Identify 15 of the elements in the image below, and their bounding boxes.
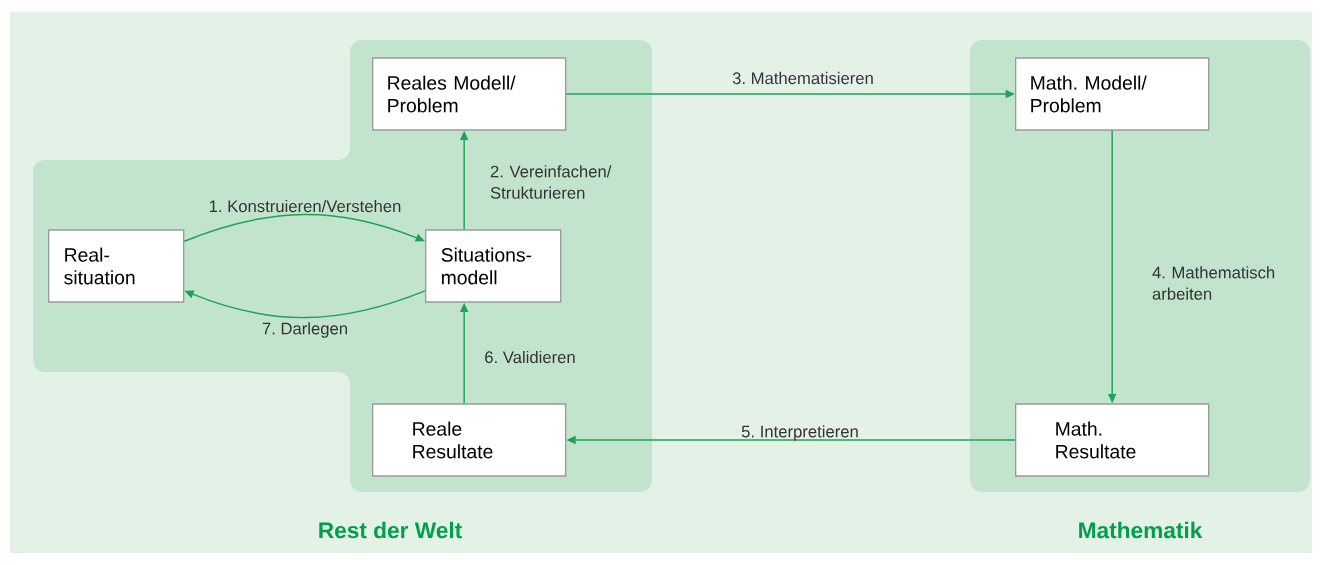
- edge-label: 4. Mathematisch arbeiten: [1152, 266, 1275, 300]
- process-box: Reales Modell/ Problem: [372, 57, 567, 131]
- edge-label: 1. Konstruieren/Verstehen: [209, 199, 401, 213]
- process-box: Math. Resultate: [1015, 403, 1210, 477]
- edge-label: 3. Mathematisieren: [732, 71, 873, 85]
- process-box: Reale Resultate: [372, 403, 567, 477]
- edge-label: 2. Vereinfachen/ Strukturieren: [490, 165, 612, 199]
- edge-label: 7. Darlegen: [262, 322, 347, 338]
- edge-label: 6. Validieren: [485, 350, 575, 364]
- node-label: Mathematik: [1079, 521, 1203, 539]
- process-box: Real- situation: [48, 229, 185, 303]
- process-box: Math. Modell/ Problem: [1015, 57, 1210, 131]
- edge-label: 5. Interpretieren: [741, 425, 858, 441]
- process-box: Situations- modell: [425, 229, 562, 303]
- node-label: Rest der Welt: [319, 521, 462, 539]
